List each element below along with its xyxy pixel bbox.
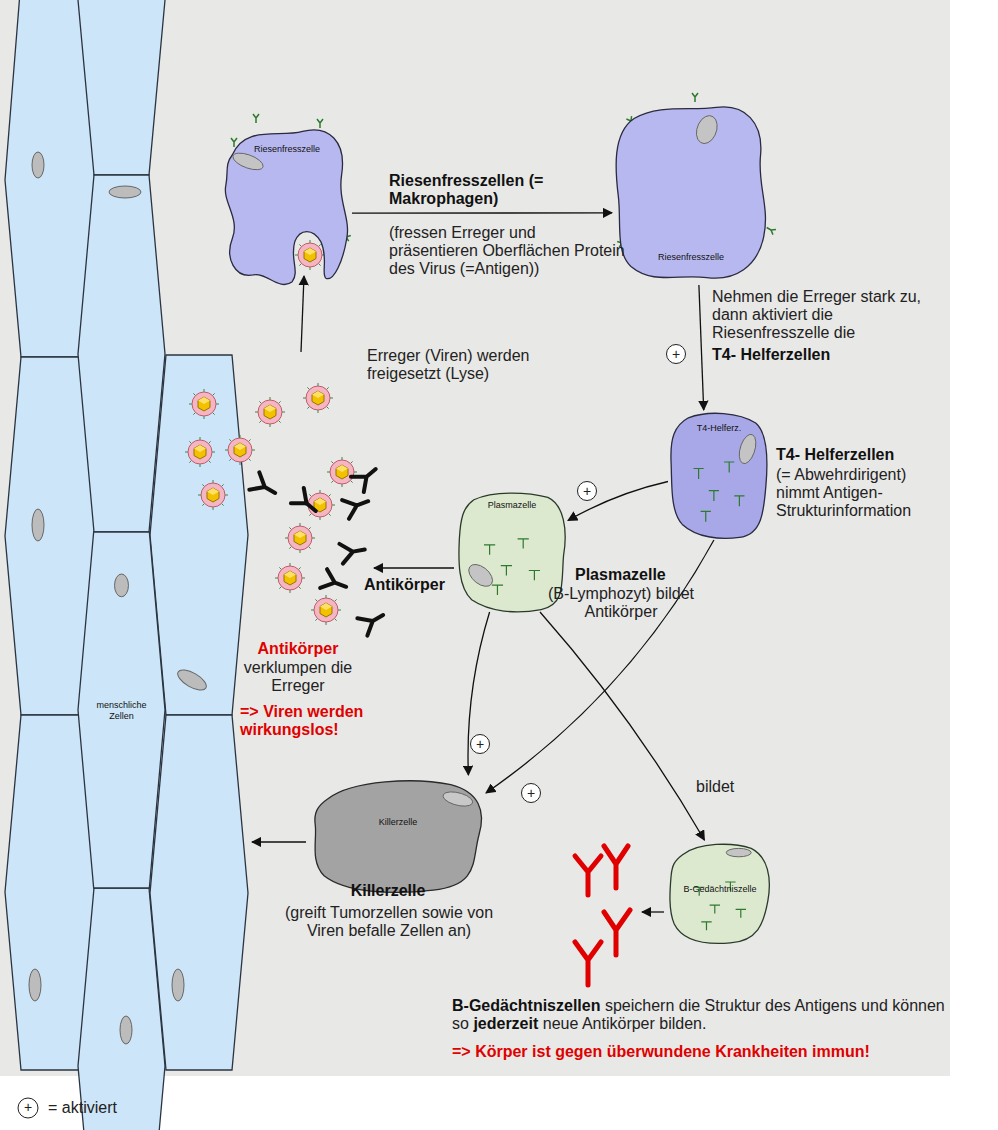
activation-symbol: + bbox=[18, 1098, 38, 1118]
activation-arrow bbox=[699, 285, 704, 410]
annotation: (= Abwehrdirigent) nimmt Antigen-Struktu… bbox=[776, 466, 951, 520]
activation-symbol: + bbox=[577, 481, 597, 501]
note-text: neue Antikörper bilden. bbox=[543, 1015, 707, 1032]
cell-name: Plasmazelle bbox=[462, 500, 562, 511]
cell-outline bbox=[310, 775, 486, 895]
cell-node: Killerzelle bbox=[310, 775, 486, 895]
annotation: Antikörper bbox=[240, 640, 356, 658]
cell-name: T4-Helferz. bbox=[674, 423, 764, 434]
activation-arrow bbox=[468, 612, 490, 775]
cell-name: menschliche Zellen bbox=[87, 700, 157, 722]
cell-node: menschliche Zellen bbox=[78, 532, 165, 888]
activation-arrow bbox=[352, 212, 612, 214]
annotation: Erreger (Viren) werden freigesetzt (Lyse… bbox=[367, 347, 567, 383]
cell-outline bbox=[222, 118, 352, 285]
edge-label: bildet bbox=[694, 778, 736, 796]
memory-note: B-Gedächtniszellenspeichern die Struktur… bbox=[452, 997, 948, 1033]
annotation: => Körper ist gegen überwundene Krankhei… bbox=[452, 1043, 948, 1061]
annotation: => Viren werden wirkungslos! bbox=[240, 703, 400, 739]
note-text: B-Gedächtniszellen bbox=[452, 997, 600, 1014]
activation-arrow bbox=[568, 482, 668, 521]
annotation: (greift Tumorzellen sowie von Viren befa… bbox=[276, 904, 502, 940]
cell-name: B-Gedächtniszelle bbox=[670, 884, 770, 895]
annotation: T4- Helferzellen bbox=[776, 446, 951, 464]
cell-node: Riesenfresszelle bbox=[222, 118, 352, 285]
cell-node: B-Gedächtniszelle bbox=[668, 840, 772, 945]
annotation: Riesenfresszellen (= Makrophagen) bbox=[389, 172, 569, 208]
legend-text: = aktiviert bbox=[48, 1099, 117, 1117]
cell-node: Riesenfresszelle bbox=[612, 100, 770, 285]
cell-name: Killerzelle bbox=[323, 817, 473, 828]
annotation: T4- Helferzellen bbox=[712, 346, 912, 364]
annotation: Nehmen die Erreger stark zu, dann aktivi… bbox=[712, 288, 940, 342]
cell-name: Riesenfresszelle bbox=[232, 144, 342, 155]
cell-node: T4-Helferz. bbox=[668, 410, 770, 540]
annotation: Plasmazelle bbox=[575, 566, 685, 584]
activation-symbol: + bbox=[521, 783, 541, 803]
note-text: jederzeit bbox=[473, 1015, 538, 1032]
annotation: (fressen Erreger und präsentieren Oberfl… bbox=[389, 224, 629, 278]
annotation: Antikörper bbox=[364, 576, 454, 594]
cell-name: Riesenfresszelle bbox=[626, 252, 756, 263]
annotation: (B-Lymphozyt) bildet Antikörper bbox=[536, 585, 706, 621]
activation-symbol: + bbox=[666, 344, 686, 364]
annotation: Killerzelle bbox=[298, 882, 478, 900]
annotation: verklumpen die Erreger bbox=[240, 659, 356, 695]
activation-symbol: + bbox=[470, 734, 490, 754]
activation-arrow bbox=[540, 612, 704, 840]
